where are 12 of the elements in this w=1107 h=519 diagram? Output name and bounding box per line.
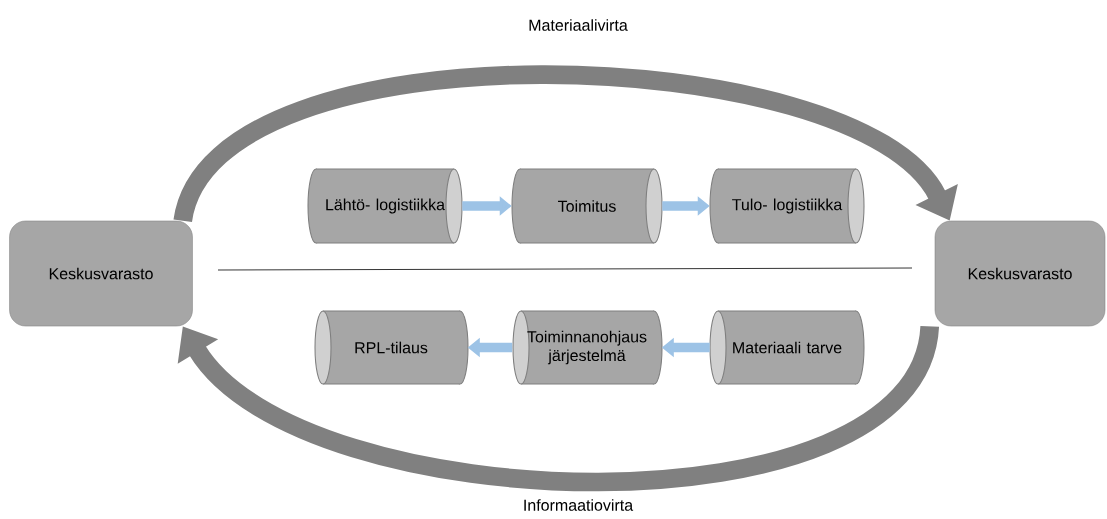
rounded-box: Keskusvarasto [9, 220, 193, 327]
cylinder: Lähtö- logistiikka [307, 168, 463, 244]
cylinder: Tulo- logistiikka [709, 168, 865, 244]
curved-arrow [177, 323, 939, 492]
edge-label: Informaatiovirta [520, 496, 636, 514]
cylinder: Materiaali tarve [709, 310, 865, 385]
edge-label: Materiaalivirta [525, 16, 631, 34]
curved-arrow [174, 65, 958, 225]
cylinder: Toiminnanohjaus järjestelmä [512, 310, 663, 385]
cylinder: RPL-tilaus [314, 310, 469, 385]
rounded-box: Keskusvarasto [934, 220, 1106, 327]
cylinder: Toimitus [511, 168, 663, 244]
